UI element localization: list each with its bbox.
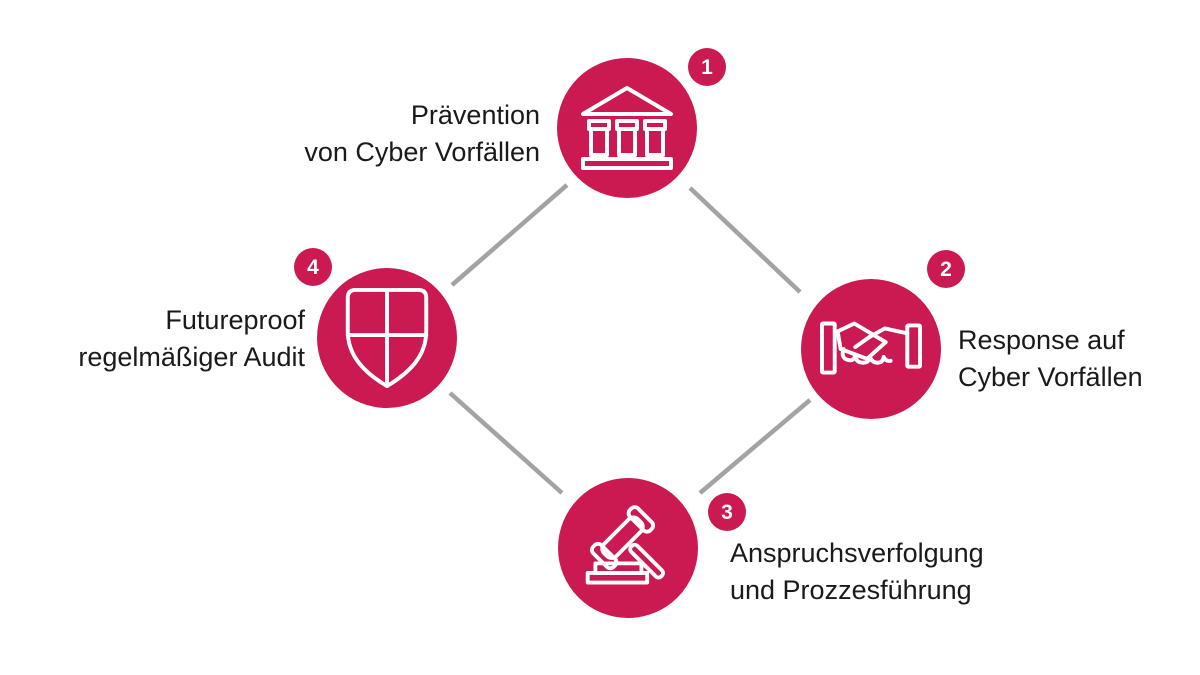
step-2-label-line2: Cyber Vorfällen: [958, 362, 1143, 392]
handshake-icon: [820, 321, 922, 375]
step-2-label-line1: Response auf: [958, 325, 1125, 355]
step-4-label: Futureproof regelmäßiger Audit: [78, 302, 305, 376]
step-1-circle: [557, 58, 697, 198]
step-4-label-line1: Futureproof: [165, 305, 305, 335]
step-3-label: Anspruchsverfolgung und Prozzesführung: [730, 535, 984, 609]
step-1-badge: 1: [688, 48, 726, 86]
gavel-icon: [585, 505, 665, 585]
step-3-number: 3: [721, 500, 733, 524]
connector-left-to-bottom: [448, 391, 564, 495]
step-1-number: 1: [701, 55, 713, 79]
step-3-badge: 3: [708, 493, 746, 531]
step-2-badge: 2: [927, 250, 965, 288]
step-4-label-line2: regelmäßiger Audit: [78, 342, 305, 372]
step-4-badge: 4: [294, 248, 332, 286]
step-3-label-line2: und Prozzesführung: [730, 575, 972, 605]
step-4-circle: [317, 268, 457, 408]
connector-top-to-right: [688, 186, 802, 294]
step-3-circle: [558, 478, 698, 618]
step-2-number: 2: [940, 257, 952, 281]
step-4-number: 4: [307, 255, 319, 279]
step-2-label: Response auf Cyber Vorfällen: [958, 322, 1143, 396]
shield-icon: [345, 287, 429, 389]
step-3-label-line1: Anspruchsverfolgung: [730, 538, 984, 568]
step-2-circle: [801, 279, 941, 419]
step-1-label-line2: von Cyber Vorfällen: [304, 137, 540, 167]
connector-left-to-top: [450, 183, 569, 287]
step-1-label-line1: Prävention: [410, 100, 540, 130]
connector-right-to-bottom: [698, 398, 812, 495]
step-1-label: Prävention von Cyber Vorfällen: [304, 97, 540, 171]
bank-building-icon: [581, 86, 673, 170]
